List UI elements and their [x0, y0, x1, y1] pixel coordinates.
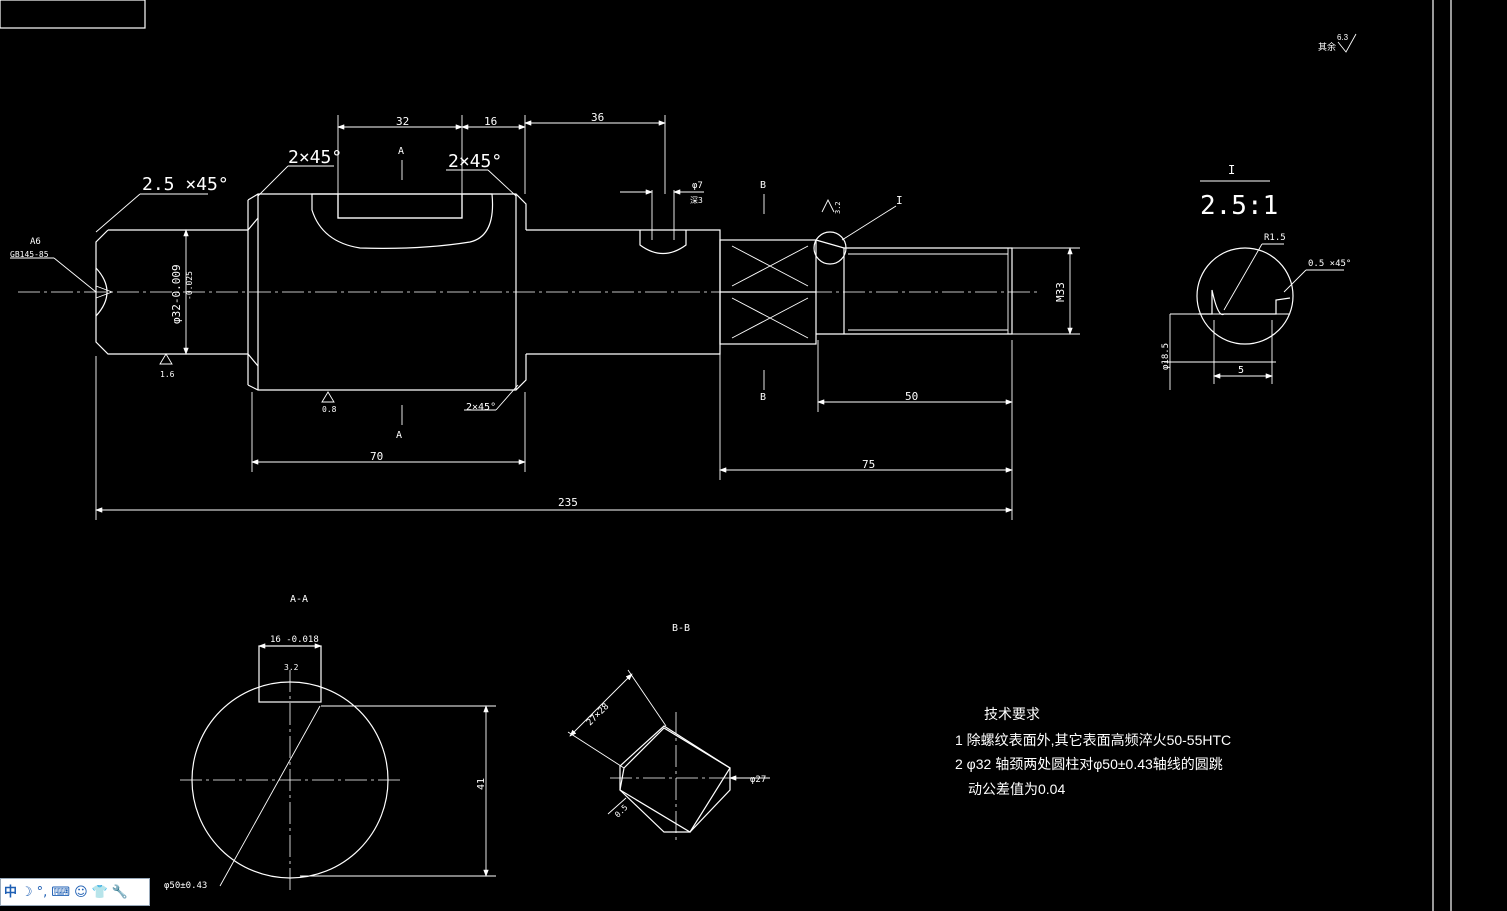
svg-text:A6: A6 — [30, 237, 41, 247]
svg-text:1.6: 1.6 — [160, 370, 175, 379]
settings-wrench-icon[interactable]: 🔧 — [111, 884, 129, 900]
moon-icon[interactable]: ☽ — [21, 884, 33, 900]
svg-text:0.5: 0.5 — [613, 803, 630, 820]
svg-text:6.3: 6.3 — [1337, 33, 1349, 42]
svg-text:深3: 深3 — [690, 196, 703, 205]
svg-text:B: B — [760, 180, 766, 191]
svg-text:B-B: B-B — [672, 623, 690, 634]
drawing-frame — [0, 0, 1452, 911]
svg-text:50: 50 — [905, 390, 918, 403]
shaft-main-view — [18, 190, 1040, 391]
main-dimensions: 32 16 36 2.5 ×45° 2×45° 2×45° 2×45° A A … — [10, 111, 1080, 520]
ime-language-toggle[interactable]: 中 — [4, 884, 18, 900]
svg-text:235: 235 — [558, 496, 578, 509]
keyboard-icon[interactable]: ⌨ — [51, 884, 71, 900]
svg-text:其余: 其余 — [1318, 41, 1336, 52]
svg-text:70: 70 — [370, 450, 383, 463]
svg-text:B: B — [760, 392, 766, 403]
svg-text:φ32-0.009: φ32-0.009 — [170, 264, 183, 324]
svg-text:2×45°: 2×45° — [466, 402, 496, 413]
svg-text:A-A: A-A — [290, 594, 308, 605]
svg-text:0.5 ×45°: 0.5 ×45° — [1308, 259, 1351, 269]
svg-text:I: I — [1228, 163, 1235, 177]
svg-text:GB145-85: GB145-85 — [10, 250, 49, 259]
svg-text:2.5 ×45°: 2.5 ×45° — [142, 174, 229, 195]
svg-text:I: I — [896, 194, 903, 207]
svg-text:-0.025: -0.025 — [185, 271, 194, 300]
svg-text:A: A — [396, 430, 402, 441]
svg-text:27×28: 27×28 — [585, 702, 611, 728]
general-roughness: 其余 6.3 — [1318, 33, 1357, 53]
svg-text:2 φ32 轴颈两处圆柱对φ50±0.43轴线的圆跳: 2 φ32 轴颈两处圆柱对φ50±0.43轴线的圆跳 — [955, 756, 1223, 772]
svg-text:M33: M33 — [1054, 282, 1067, 302]
section-b-b: B-B 27×28 φ27 0.5 — [567, 623, 770, 844]
svg-text:41: 41 — [476, 778, 487, 790]
svg-text:动公差值为0.04: 动公差值为0.04 — [968, 781, 1065, 797]
ime-toolbar[interactable]: 中 ☽ °, ⌨ ☺ 👕 🔧 — [0, 878, 150, 906]
svg-text:φ27: φ27 — [750, 775, 766, 785]
svg-text:2×45°: 2×45° — [448, 151, 502, 172]
svg-text:φ50±0.43: φ50±0.43 — [164, 881, 207, 891]
svg-text:3.2: 3.2 — [284, 663, 299, 672]
user-icon[interactable]: ☺ — [74, 884, 88, 900]
svg-text:0.8: 0.8 — [322, 405, 337, 414]
punctuation-icon[interactable]: °, — [36, 884, 48, 900]
svg-text:32: 32 — [396, 115, 409, 128]
svg-text:φ18.5: φ18.5 — [1161, 343, 1171, 370]
svg-text:R1.5: R1.5 — [1264, 233, 1286, 243]
skin-icon[interactable]: 👕 — [91, 884, 108, 900]
svg-text:36: 36 — [591, 111, 604, 124]
svg-text:2.5:1: 2.5:1 — [1200, 191, 1278, 221]
technical-requirements: 技术要求 1 除螺纹表面外,其它表面高频淬火50-55HTC 2 φ32 轴颈两… — [955, 706, 1231, 797]
svg-text:φ7: φ7 — [692, 181, 703, 191]
svg-text:5: 5 — [1238, 365, 1244, 376]
svg-text:A: A — [398, 146, 404, 157]
section-a-a: A-A 16 -0.018 3.2 41 φ50±0.43 — [164, 594, 496, 891]
svg-text:2×45°: 2×45° — [288, 147, 342, 168]
svg-text:75: 75 — [862, 458, 875, 471]
detail-view-i: I 2.5:1 R1.5 0.5 ×45° φ18.5 5 — [1161, 163, 1351, 390]
svg-text:3.2: 3.2 — [834, 201, 842, 214]
svg-text:1 除螺纹表面外,其它表面高频淬火50-55HTC: 1 除螺纹表面外,其它表面高频淬火50-55HTC — [955, 732, 1231, 748]
svg-text:16: 16 — [484, 115, 497, 128]
svg-text:技术要求: 技术要求 — [984, 706, 1040, 722]
svg-text:16 -0.018: 16 -0.018 — [270, 635, 319, 645]
